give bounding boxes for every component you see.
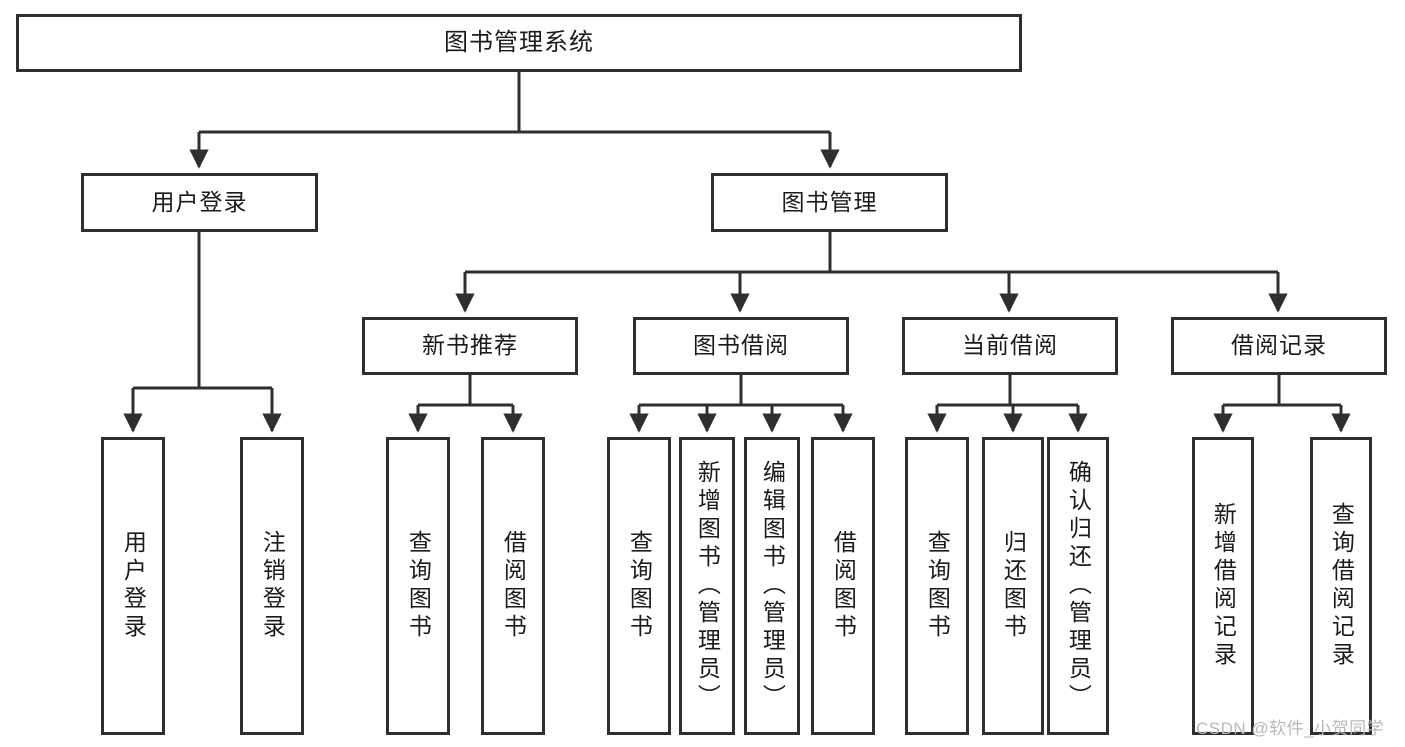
csdn-watermark: CSDN @软件_小贺同学 <box>1196 719 1385 738</box>
node-user-login[interactable]: 用户登录 <box>81 173 318 232</box>
node-user-login-label: 用户登录 <box>151 188 248 215</box>
leaf-query-book-current[interactable]: 查询图书 <box>905 437 969 735</box>
node-book-management[interactable]: 图书管理 <box>711 173 948 232</box>
leaf-borrow-book-newbook[interactable]: 借阅图书 <box>481 437 545 735</box>
node-book-borrow-label: 图书借阅 <box>693 332 789 359</box>
node-root[interactable]: 图书管理系统 <box>16 14 1022 72</box>
node-new-book-recommend-label: 新书推荐 <box>422 332 518 359</box>
leaf-query-book-borrow[interactable]: 查询图书 <box>607 437 671 735</box>
node-borrow-record-label: 借阅记录 <box>1231 332 1327 359</box>
leaf-user-login[interactable]: 用户登录 <box>101 437 165 735</box>
leaf-query-book-newbook[interactable]: 查询图书 <box>386 437 450 735</box>
node-current-borrow-label: 当前借阅 <box>962 332 1058 359</box>
leaf-logout-login[interactable]: 注销登录 <box>240 437 304 735</box>
node-root-label: 图书管理系统 <box>444 28 594 56</box>
node-borrow-record[interactable]: 借阅记录 <box>1171 317 1387 375</box>
node-current-borrow[interactable]: 当前借阅 <box>902 317 1118 375</box>
leaf-return-book[interactable]: 归还图书 <box>982 437 1044 735</box>
leaf-borrow-book-borrow[interactable]: 借阅图书 <box>811 437 875 735</box>
leaf-confirm-return-admin[interactable]: 确认归还（管理员） <box>1047 437 1109 735</box>
leaf-edit-book-admin[interactable]: 编辑图书（管理员） <box>744 437 800 735</box>
leaf-add-book-admin[interactable]: 新增图书（管理员） <box>679 437 735 735</box>
node-book-borrow[interactable]: 图书借阅 <box>633 317 849 375</box>
node-new-book-recommend[interactable]: 新书推荐 <box>362 317 578 375</box>
node-book-management-label: 图书管理 <box>781 188 878 215</box>
leaf-query-borrow-record[interactable]: 查询借阅记录 <box>1310 437 1372 735</box>
leaf-add-borrow-record[interactable]: 新增借阅记录 <box>1192 437 1254 735</box>
